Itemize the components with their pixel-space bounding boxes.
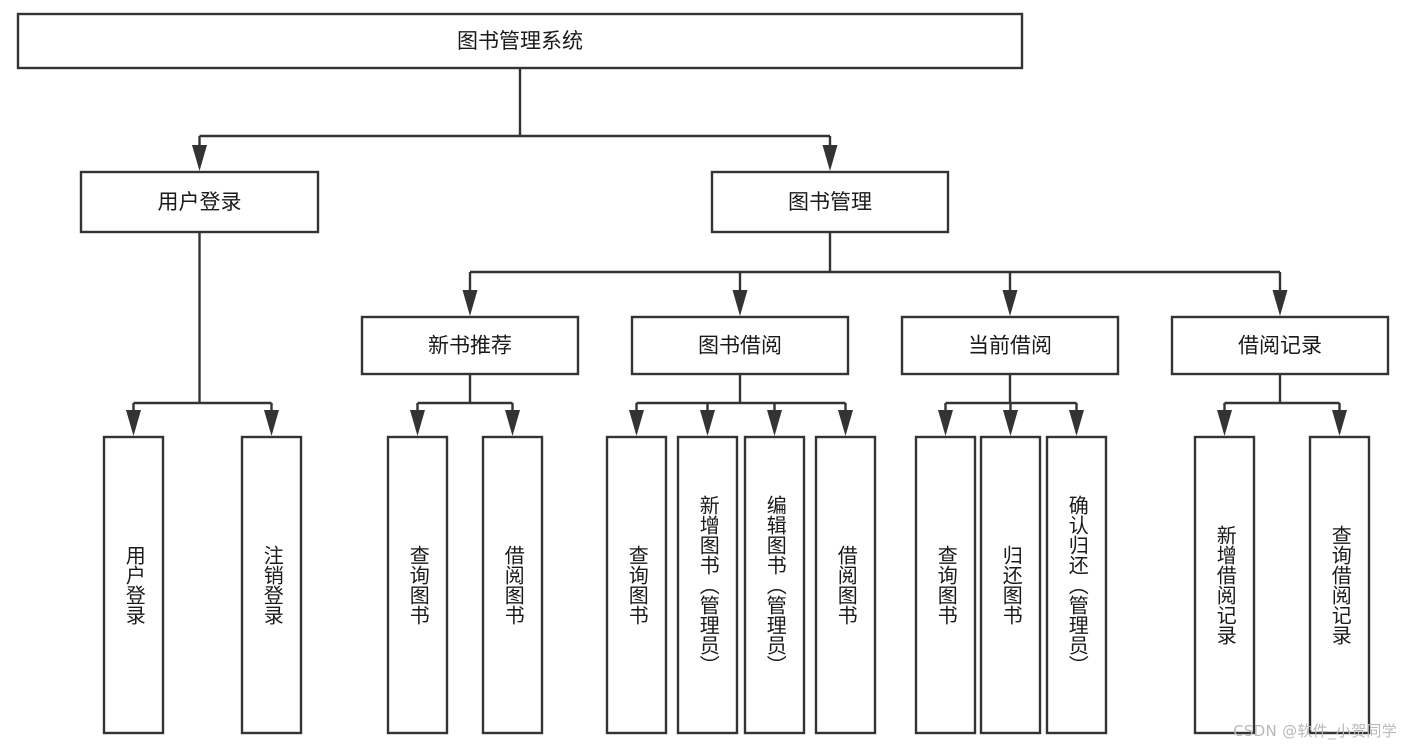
node-label-wrap: 查询图书 — [406, 545, 431, 625]
node-label-wrap: 查询图书 — [934, 545, 959, 625]
arrow-head-icon — [505, 410, 520, 436]
node-leaf-add-record[interactable]: 新增借阅记录 — [1193, 435, 1256, 735]
node-label: 图书管理系统 — [457, 29, 583, 53]
node-box — [386, 435, 449, 735]
node-label-wrap: 归还图书 — [999, 545, 1024, 625]
node-leaf-edit-book[interactable]: 编辑图书（管理员） — [743, 435, 806, 735]
node-label: 用户登录 — [122, 545, 147, 625]
arrow-head-icon — [1002, 290, 1018, 316]
node-user-login[interactable]: 用户登录 — [79, 170, 320, 234]
node-leaf-return-book[interactable]: 归还图书 — [979, 435, 1042, 735]
node-label-wrap: 注销登录 — [260, 545, 285, 625]
node-box — [1308, 435, 1371, 735]
node-label-wrap: 编辑图书（管理员） — [763, 495, 788, 675]
arrow-head-icon — [838, 410, 853, 436]
node-label: 借阅记录 — [1238, 334, 1322, 358]
node-label: 查询图书 — [934, 545, 959, 625]
node-new-book-rec[interactable]: 新书推荐 — [360, 315, 580, 376]
nodes-layer: 图书管理系统用户登录图书管理新书推荐图书借阅当前借阅借阅记录用户登录注销登录查询… — [16, 12, 1390, 735]
node-label-wrap: 查询借阅记录 — [1328, 525, 1353, 645]
node-label: 图书借阅 — [698, 334, 782, 358]
node-box — [630, 315, 850, 376]
node-box — [710, 170, 950, 234]
node-leaf-confirm-return[interactable]: 确认归还（管理员） — [1045, 435, 1108, 735]
node-leaf-borrow-book[interactable]: 借阅图书 — [814, 435, 877, 735]
arrow-head-icon — [264, 410, 279, 436]
node-leaf-logout[interactable]: 注销登录 — [240, 435, 303, 735]
node-label: 归还图书 — [999, 545, 1024, 625]
node-root[interactable]: 图书管理系统 — [16, 12, 1024, 70]
node-label-wrap: 用户登录 — [122, 545, 147, 625]
node-box — [1193, 435, 1256, 735]
node-book-borrow[interactable]: 图书借阅 — [630, 315, 850, 376]
arrow-head-icon — [732, 290, 748, 316]
arrow-head-icon — [767, 410, 782, 436]
node-box — [1045, 435, 1108, 735]
arrow-head-icon — [822, 145, 838, 171]
node-label: 图书管理 — [788, 190, 872, 214]
node-leaf-add-book[interactable]: 新增图书（管理员） — [676, 435, 739, 735]
connectors-layer — [126, 68, 1347, 436]
node-label: 借阅图书 — [834, 545, 859, 625]
arrow-head-icon — [1217, 410, 1232, 436]
node-box — [16, 12, 1024, 70]
node-label-wrap: 借阅图书 — [834, 545, 859, 625]
node-label: 确认归还（管理员） — [1065, 495, 1090, 675]
node-label-wrap: 确认归还（管理员） — [1065, 495, 1090, 675]
node-borrow-record[interactable]: 借阅记录 — [1170, 315, 1390, 376]
node-box — [79, 170, 320, 234]
node-box — [979, 435, 1042, 735]
node-label: 当前借阅 — [968, 334, 1052, 358]
node-label: 新书推荐 — [428, 334, 512, 358]
arrow-head-icon — [700, 410, 715, 436]
node-label: 查询图书 — [406, 545, 431, 625]
node-leaf-query-book-borrow[interactable]: 查询图书 — [605, 435, 668, 735]
node-label-wrap: 新增借阅记录 — [1213, 525, 1238, 645]
node-leaf-borrow-book-rec[interactable]: 借阅图书 — [481, 435, 544, 735]
node-label: 查询借阅记录 — [1328, 525, 1353, 645]
node-label: 查询图书 — [625, 545, 650, 625]
node-label: 注销登录 — [260, 545, 285, 625]
node-book-manage[interactable]: 图书管理 — [710, 170, 950, 234]
node-box — [605, 435, 668, 735]
node-leaf-user-login[interactable]: 用户登录 — [102, 435, 165, 735]
node-box — [240, 435, 303, 735]
node-current-borrow[interactable]: 当前借阅 — [900, 315, 1120, 376]
arrow-head-icon — [1003, 410, 1018, 436]
arrow-head-icon — [126, 410, 141, 436]
node-box — [900, 315, 1120, 376]
node-box — [102, 435, 165, 735]
node-box — [1170, 315, 1390, 376]
node-box — [914, 435, 977, 735]
arrow-head-icon — [462, 290, 478, 316]
node-box — [676, 435, 739, 735]
node-leaf-query-book-rec[interactable]: 查询图书 — [386, 435, 449, 735]
arrow-head-icon — [1332, 410, 1347, 436]
node-leaf-query-book-current[interactable]: 查询图书 — [914, 435, 977, 735]
node-label-wrap: 查询图书 — [625, 545, 650, 625]
arrow-head-icon — [192, 145, 207, 171]
node-label: 借阅图书 — [501, 545, 526, 625]
node-box — [360, 315, 580, 376]
arrow-head-icon — [1069, 410, 1084, 436]
node-label: 编辑图书（管理员） — [763, 495, 788, 675]
node-box — [814, 435, 877, 735]
arrow-head-icon — [629, 410, 644, 436]
node-box — [481, 435, 544, 735]
node-label: 新增借阅记录 — [1213, 525, 1238, 645]
node-label-wrap: 新增图书（管理员） — [696, 495, 721, 675]
node-label-wrap: 借阅图书 — [501, 545, 526, 625]
arrow-head-icon — [1272, 290, 1288, 316]
arrow-head-icon — [938, 410, 953, 436]
node-box — [743, 435, 806, 735]
node-leaf-query-record[interactable]: 查询借阅记录 — [1308, 435, 1371, 735]
arrow-head-icon — [410, 410, 425, 436]
node-label: 用户登录 — [158, 190, 242, 214]
node-label: 新增图书（管理员） — [696, 495, 721, 675]
